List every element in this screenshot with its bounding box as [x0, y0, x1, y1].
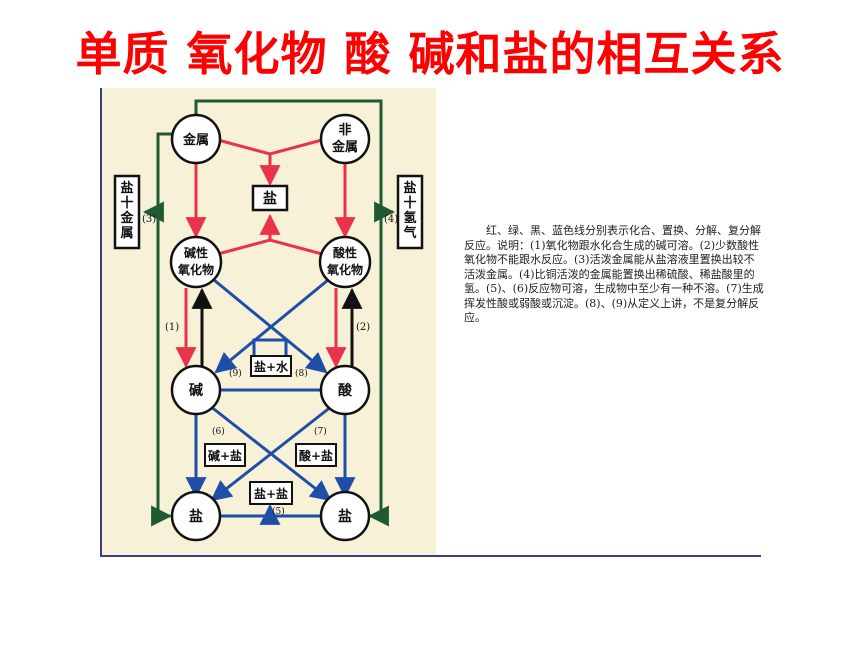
legend-description: 红、绿、黑、蓝色线分别表示化合、置换、分解、复分解反应。说明：(1)氧化物跟水化…	[464, 224, 764, 324]
node-metal: 金属	[170, 113, 222, 165]
node-basic-oxide-line2: 氧化物	[177, 262, 214, 277]
node-salt-left: 盐	[170, 490, 222, 542]
node-acid: 酸	[319, 364, 371, 416]
label-2: (2)	[356, 322, 370, 333]
node-acidic-oxide-line1: 酸性	[333, 245, 357, 260]
left-rule	[100, 88, 102, 557]
box-salt-metal: 盐十金属	[113, 174, 141, 250]
label-6: (6)	[212, 426, 225, 437]
box-salt-top: 盐	[251, 184, 289, 212]
node-salt-right-label: 盐	[338, 508, 352, 525]
node-salt-right: 盐	[319, 490, 371, 542]
box-salt-salt-label: 盐+盐	[254, 486, 288, 501]
label-4: (4)	[384, 214, 398, 225]
bottom-rule	[101, 555, 761, 557]
label-5: (5)	[272, 506, 285, 517]
node-acidic-oxide-line2: 氧化物	[326, 262, 363, 277]
box-salt-water: 盐+水	[250, 355, 292, 377]
box-base-salt-label: 碱+盐	[208, 448, 242, 463]
label-3: (3)	[142, 214, 156, 225]
label-8: (8)	[295, 368, 308, 379]
node-base: 碱	[170, 364, 222, 416]
box-acid-salt-label: 酸+盐	[299, 448, 333, 463]
node-metal-label: 金属	[182, 132, 209, 148]
black-lines	[191, 287, 363, 366]
box-salt-hydrogen: 盐十氢气	[396, 174, 424, 250]
node-basic-oxide: 碱性 氧化物	[169, 235, 223, 289]
node-nonmetal-line2: 金属	[331, 139, 358, 155]
box-salt-top-label: 盐	[263, 190, 277, 207]
node-nonmetal: 非 金属	[319, 113, 371, 165]
box-salt-salt: 盐+盐	[249, 481, 293, 505]
box-acid-salt: 酸+盐	[295, 443, 337, 467]
label-1: (1)	[165, 322, 179, 333]
node-acidic-oxide: 酸性 氧化物	[318, 235, 372, 289]
box-salt-metal-label: 盐十金属	[119, 180, 134, 241]
node-nonmetal-line1: 非	[338, 122, 351, 138]
node-basic-oxide-line1: 碱性	[184, 245, 208, 260]
page-title: 单质 氧化物 酸 碱和盐的相互关系	[75, 27, 785, 81]
box-salt-water-label: 盐+水	[254, 359, 289, 374]
node-salt-left-label: 盐	[189, 508, 203, 525]
red-lines	[175, 138, 356, 369]
box-salt-hydrogen-label: 盐十氢气	[403, 180, 416, 241]
box-base-salt: 碱+盐	[204, 443, 246, 467]
green-lines	[142, 99, 396, 527]
node-base-label: 碱	[189, 382, 203, 399]
blue-lines	[185, 278, 356, 525]
label-9: (9)	[229, 368, 242, 379]
node-acid-label: 酸	[338, 382, 353, 399]
label-7: (7)	[314, 426, 327, 437]
